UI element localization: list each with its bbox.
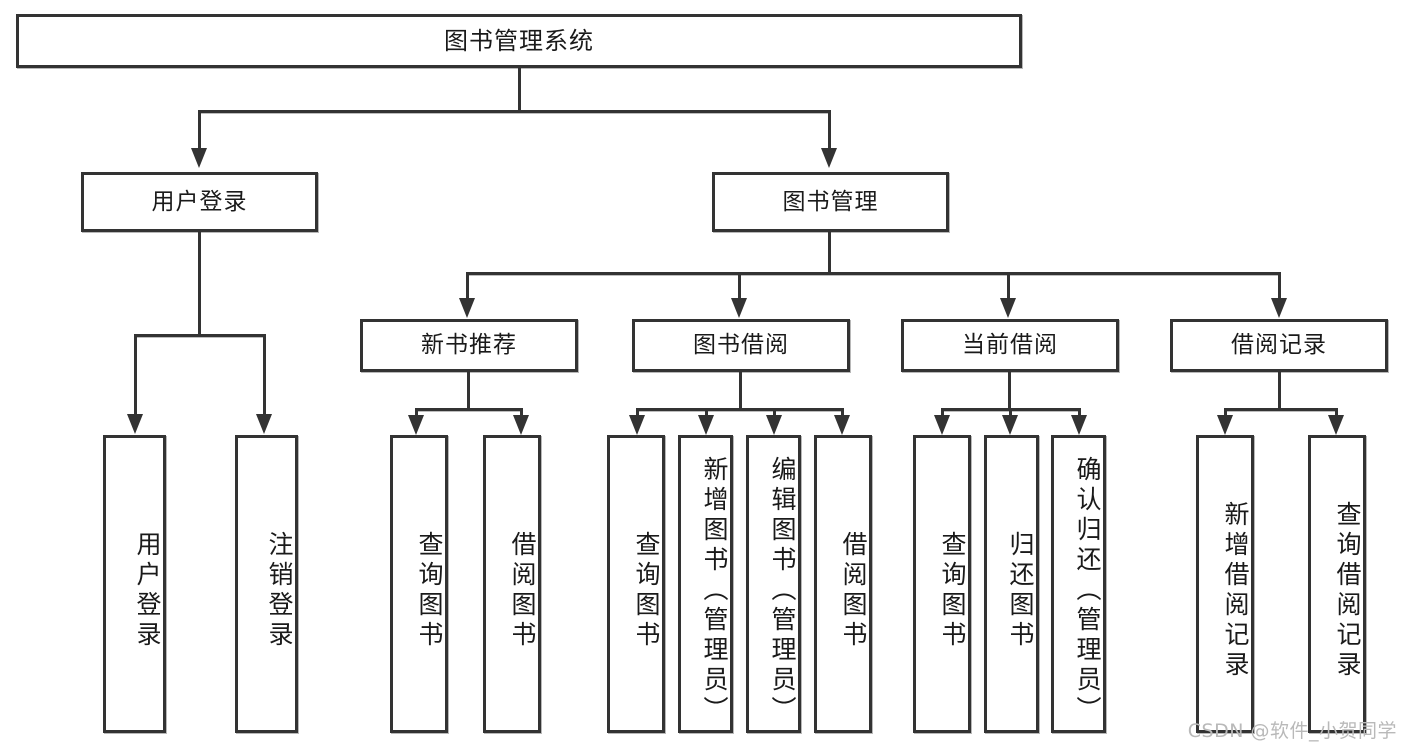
connector-current-borrow-stem [1008, 372, 1011, 408]
node-label: 图书管理系统 [444, 27, 594, 55]
node-label: 查询图书 [938, 531, 967, 651]
arrow-user-login-leaf-2 [256, 414, 272, 434]
leaf-book-borrow-edit-book-admin[interactable]: 编辑图书（管理员） [746, 435, 801, 733]
connector-book-borrow-stem [739, 372, 742, 408]
node-label: 确认归还（管理员） [1073, 456, 1102, 726]
arrow-user-login-leaf-1 [127, 414, 143, 434]
connector-borrow-records-split-bar [1224, 408, 1338, 411]
connector-user-login-stem [198, 232, 201, 334]
connector-root-to-book-management [828, 110, 831, 150]
arrow-root-to-book-management [821, 148, 837, 168]
node-label: 新书推荐 [421, 332, 517, 359]
arrow-new-book-leaf-2 [513, 415, 529, 435]
leaf-new-book-borrow-books[interactable]: 借阅图书 [483, 435, 541, 733]
node-root-book-management-system[interactable]: 图书管理系统 [16, 14, 1022, 68]
arrow-book-management-to-new-book [459, 298, 475, 318]
node-borrow-records[interactable]: 借阅记录 [1170, 319, 1388, 372]
leaf-borrow-records-add-record[interactable]: 新增借阅记录 [1196, 435, 1254, 733]
connector-borrow-records-stem [1278, 372, 1281, 408]
arrow-current-borrow-leaf-2 [1002, 415, 1018, 435]
connector-user-login-branch-1 [134, 334, 137, 416]
arrow-book-management-to-book-borrow [731, 298, 747, 318]
arrow-root-to-user-login [191, 148, 207, 168]
node-label: 用户登录 [151, 188, 248, 215]
node-label: 编辑图书（管理员） [768, 456, 797, 726]
connector-root-split-bar [198, 110, 830, 113]
node-label: 图书借阅 [693, 332, 789, 359]
node-label: 借阅记录 [1231, 332, 1327, 359]
node-user-login[interactable]: 用户登录 [81, 172, 318, 232]
leaf-current-borrow-confirm-return-admin[interactable]: 确认归还（管理员） [1051, 435, 1106, 733]
node-label: 当前借阅 [962, 332, 1058, 359]
node-book-borrow[interactable]: 图书借阅 [632, 319, 850, 372]
connector-user-login-split-bar [134, 334, 266, 337]
arrow-book-borrow-leaf-3 [766, 415, 782, 435]
node-label: 查询图书 [415, 531, 444, 651]
leaf-user-login[interactable]: 用户登录 [103, 435, 166, 733]
arrow-book-management-to-borrow-records [1271, 298, 1287, 318]
leaf-new-book-query-books[interactable]: 查询图书 [390, 435, 448, 733]
arrow-book-management-to-current-borrow [1000, 298, 1016, 318]
leaf-book-borrow-add-book-admin[interactable]: 新增图书（管理员） [678, 435, 733, 733]
leaf-current-borrow-query-books[interactable]: 查询图书 [913, 435, 971, 733]
arrow-book-borrow-leaf-2 [698, 415, 714, 435]
leaf-book-borrow-query-books[interactable]: 查询图书 [607, 435, 665, 733]
arrow-current-borrow-leaf-1 [934, 415, 950, 435]
arrow-borrow-records-leaf-1 [1217, 415, 1233, 435]
connector-new-book-stem [467, 372, 470, 408]
arrow-current-borrow-leaf-3 [1071, 415, 1087, 435]
connector-root-to-user-login [198, 110, 201, 150]
connector-root-stem [518, 68, 521, 110]
node-label: 注销登录 [265, 531, 294, 651]
node-label: 用户登录 [133, 531, 162, 651]
leaf-current-borrow-return-books[interactable]: 归还图书 [984, 435, 1039, 733]
connector-new-book-split-bar [415, 408, 523, 411]
node-label: 借阅图书 [839, 531, 868, 651]
node-label: 归还图书 [1006, 531, 1035, 651]
connector-book-management-split-bar [466, 272, 1281, 275]
connector-book-management-branch-3 [1007, 272, 1010, 300]
arrow-borrow-records-leaf-2 [1328, 415, 1344, 435]
connector-book-management-branch-2 [738, 272, 741, 300]
node-label: 新增借阅记录 [1221, 501, 1250, 681]
node-label: 新增图书（管理员） [700, 456, 729, 726]
arrow-new-book-leaf-1 [408, 415, 424, 435]
node-current-borrow[interactable]: 当前借阅 [901, 319, 1119, 372]
connector-book-management-branch-1 [466, 272, 469, 300]
connector-book-management-branch-4 [1278, 272, 1281, 300]
leaf-book-borrow-borrow-books[interactable]: 借阅图书 [814, 435, 872, 733]
node-label: 查询图书 [632, 531, 661, 651]
node-label: 查询借阅记录 [1333, 501, 1362, 681]
leaf-borrow-records-query-record[interactable]: 查询借阅记录 [1308, 435, 1366, 733]
node-new-book-recommend[interactable]: 新书推荐 [360, 319, 578, 372]
arrow-book-borrow-leaf-4 [834, 415, 850, 435]
connector-book-borrow-split-bar [636, 408, 844, 411]
arrow-book-borrow-leaf-1 [629, 415, 645, 435]
connector-book-management-stem [828, 232, 831, 272]
connector-user-login-branch-2 [263, 334, 266, 416]
leaf-user-logout[interactable]: 注销登录 [235, 435, 298, 733]
node-label: 图书管理 [782, 188, 879, 215]
node-label: 借阅图书 [508, 531, 537, 651]
node-book-management[interactable]: 图书管理 [712, 172, 949, 232]
